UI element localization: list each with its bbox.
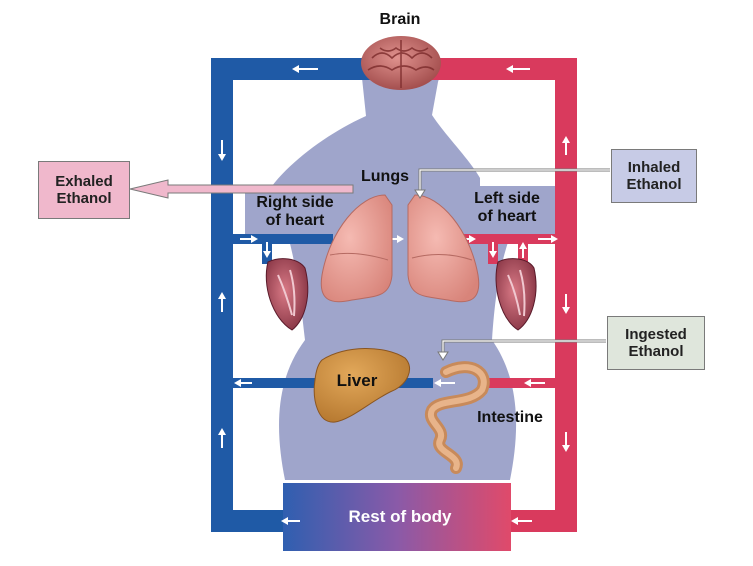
intestine-label: Intestine (477, 409, 543, 426)
right-heart-label-line1: Right side (256, 194, 334, 211)
exhaled-line2: Ethanol (56, 190, 112, 207)
rest-of-body-block (283, 483, 511, 551)
left-heart-label-line2: of heart (477, 207, 537, 225)
intestine-illustration (424, 361, 490, 474)
left-heart-label: Left side of heart (452, 190, 562, 226)
exhaled-arrow (129, 179, 354, 199)
liver-label: Liver (336, 371, 378, 390)
ingested-line1: Ingested (625, 325, 687, 343)
brain-illustration (361, 36, 441, 90)
exhaled-ethanol-box: Exhaled Ethanol (38, 161, 130, 219)
exhaled-line1: Exhaled (55, 172, 113, 190)
left-heart-illustration (495, 258, 537, 331)
inhaled-line2: Ethanol (626, 176, 682, 193)
lungs-label: Lungs (361, 168, 409, 185)
brain-label: Brain (379, 11, 421, 28)
rest-of-body-label: Rest of body (348, 507, 452, 526)
inhaled-line1: Inhaled (627, 158, 681, 176)
inhaled-ethanol-box: Inhaled Ethanol (611, 149, 697, 203)
venous-circuit (211, 58, 433, 532)
left-heart-label-line1: Left side (474, 190, 540, 207)
right-heart-illustration (265, 258, 309, 331)
liver-illustration (313, 348, 410, 423)
ingested-ethanol-box: Ingested Ethanol (607, 316, 705, 370)
inhaled-arrow (414, 168, 610, 199)
ingested-line2: Ethanol (628, 343, 684, 360)
flow-arrows (218, 65, 570, 525)
right-heart-label-line2: of heart (265, 211, 325, 229)
lungs-illustration (320, 194, 480, 303)
ingested-arrow (437, 339, 606, 361)
right-heart-label: Right side of heart (240, 194, 350, 230)
